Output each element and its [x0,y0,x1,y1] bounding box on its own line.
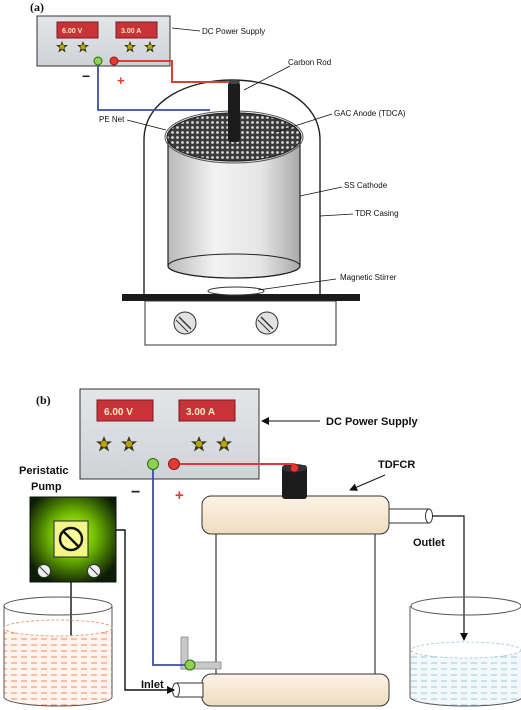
stirrer-plate [122,294,360,301]
outlet-flow-line [432,515,468,641]
stirrer-knob-left[interactable] [173,311,197,335]
effluent-beaker-surface [410,641,521,659]
effluent-beaker-rim [410,596,521,616]
panel-a-tag: (a) [30,0,44,14]
effluent-beaker [409,606,521,707]
callout-gac-anode [275,113,333,133]
label-tdfcr: TDFCR [378,459,415,471]
feed-beaker-liquid [4,628,112,706]
outlet-pipe [388,508,430,524]
label-carbon-rod: Carbon Rod [288,58,331,67]
positive-wire-a [114,60,228,83]
callout-pe-net [126,119,167,131]
magnetic-stirrer-bar [207,286,265,296]
positive-terminal-b[interactable] [168,458,180,470]
label-outlet: Outlet [413,537,445,549]
voltage-display-a [56,21,99,39]
knob-b-2[interactable] [121,436,137,452]
callout-stirrer [257,278,337,291]
pump-output-tube [116,529,175,694]
callout-tdfcr [349,474,386,491]
plus-sign-a: + [117,73,125,88]
label-pe-net: PE Net [99,115,125,124]
label-power-supply-a: DC Power Supply [202,27,265,36]
knob-b-3[interactable] [191,436,207,452]
effluent-beaker-liquid [410,650,521,706]
label-inlet: Inlet [141,679,164,691]
knob-a-2[interactable] [77,41,89,53]
pump-knob-right[interactable] [87,564,101,578]
knob-b-1[interactable] [96,436,112,452]
label-ss-cathode: SS Cathode [344,181,388,190]
current-readout-a: 3.00 A [121,28,141,35]
carbon-rod-b [282,465,307,499]
label-power-supply-b: DC Power Supply [326,416,419,428]
feed-beaker [3,606,113,707]
minus-sign-a: − [82,68,90,84]
knob-a-1[interactable] [56,41,68,53]
minus-sign-b: − [131,484,140,501]
callout-ss-cathode [299,186,343,197]
feed-beaker-rim [3,596,113,616]
feed-beaker-surface [3,619,113,637]
callout-tdr-casing [319,213,354,217]
knob-b-4[interactable] [216,436,232,452]
label-tdr-casing: TDR Casing [355,209,399,218]
callout-power-supply-a [171,27,201,32]
electrode-bracket [180,636,189,670]
label-stirrer: Magnetic Stirrer [340,273,397,282]
current-display-b [178,399,236,422]
negative-wire-a [97,61,210,111]
ss-cathode-bottom-rim [167,253,301,279]
positive-terminal-rod-b[interactable] [290,463,299,473]
plus-sign-b: + [175,487,184,504]
label-pump-line2: Pump [31,481,62,493]
reactor-top-roll [201,495,390,535]
knob-a-3[interactable] [124,41,136,53]
voltage-readout-a: 6.00 V [62,28,83,35]
inlet-pipe [175,682,204,698]
stirrer-knob-right[interactable] [255,311,279,335]
current-readout-b: 3.00 A [186,407,215,418]
knob-a-4[interactable] [144,41,156,53]
negative-terminal-b[interactable] [147,458,159,470]
negative-terminal-reactor-b[interactable] [184,659,196,671]
current-display-a [115,21,158,39]
label-pump-line1: Peristatic [19,465,69,477]
pump-rotor-icon[interactable] [58,526,84,552]
label-gac-anode: GAC Anode (TDCA) [334,109,406,118]
carbon-rod [228,82,240,142]
panel-b-tag: (b) [36,393,51,407]
negative-terminal-a[interactable] [93,56,103,66]
negative-wire-b [152,464,190,666]
reactor-bottom-roll [201,673,390,707]
callout-carbon-rod [243,65,291,91]
pump-knob-left[interactable] [37,564,51,578]
voltage-readout-b: 6.00 V [104,407,133,418]
voltage-display-b [96,399,154,422]
positive-terminal-a[interactable] [109,56,119,66]
